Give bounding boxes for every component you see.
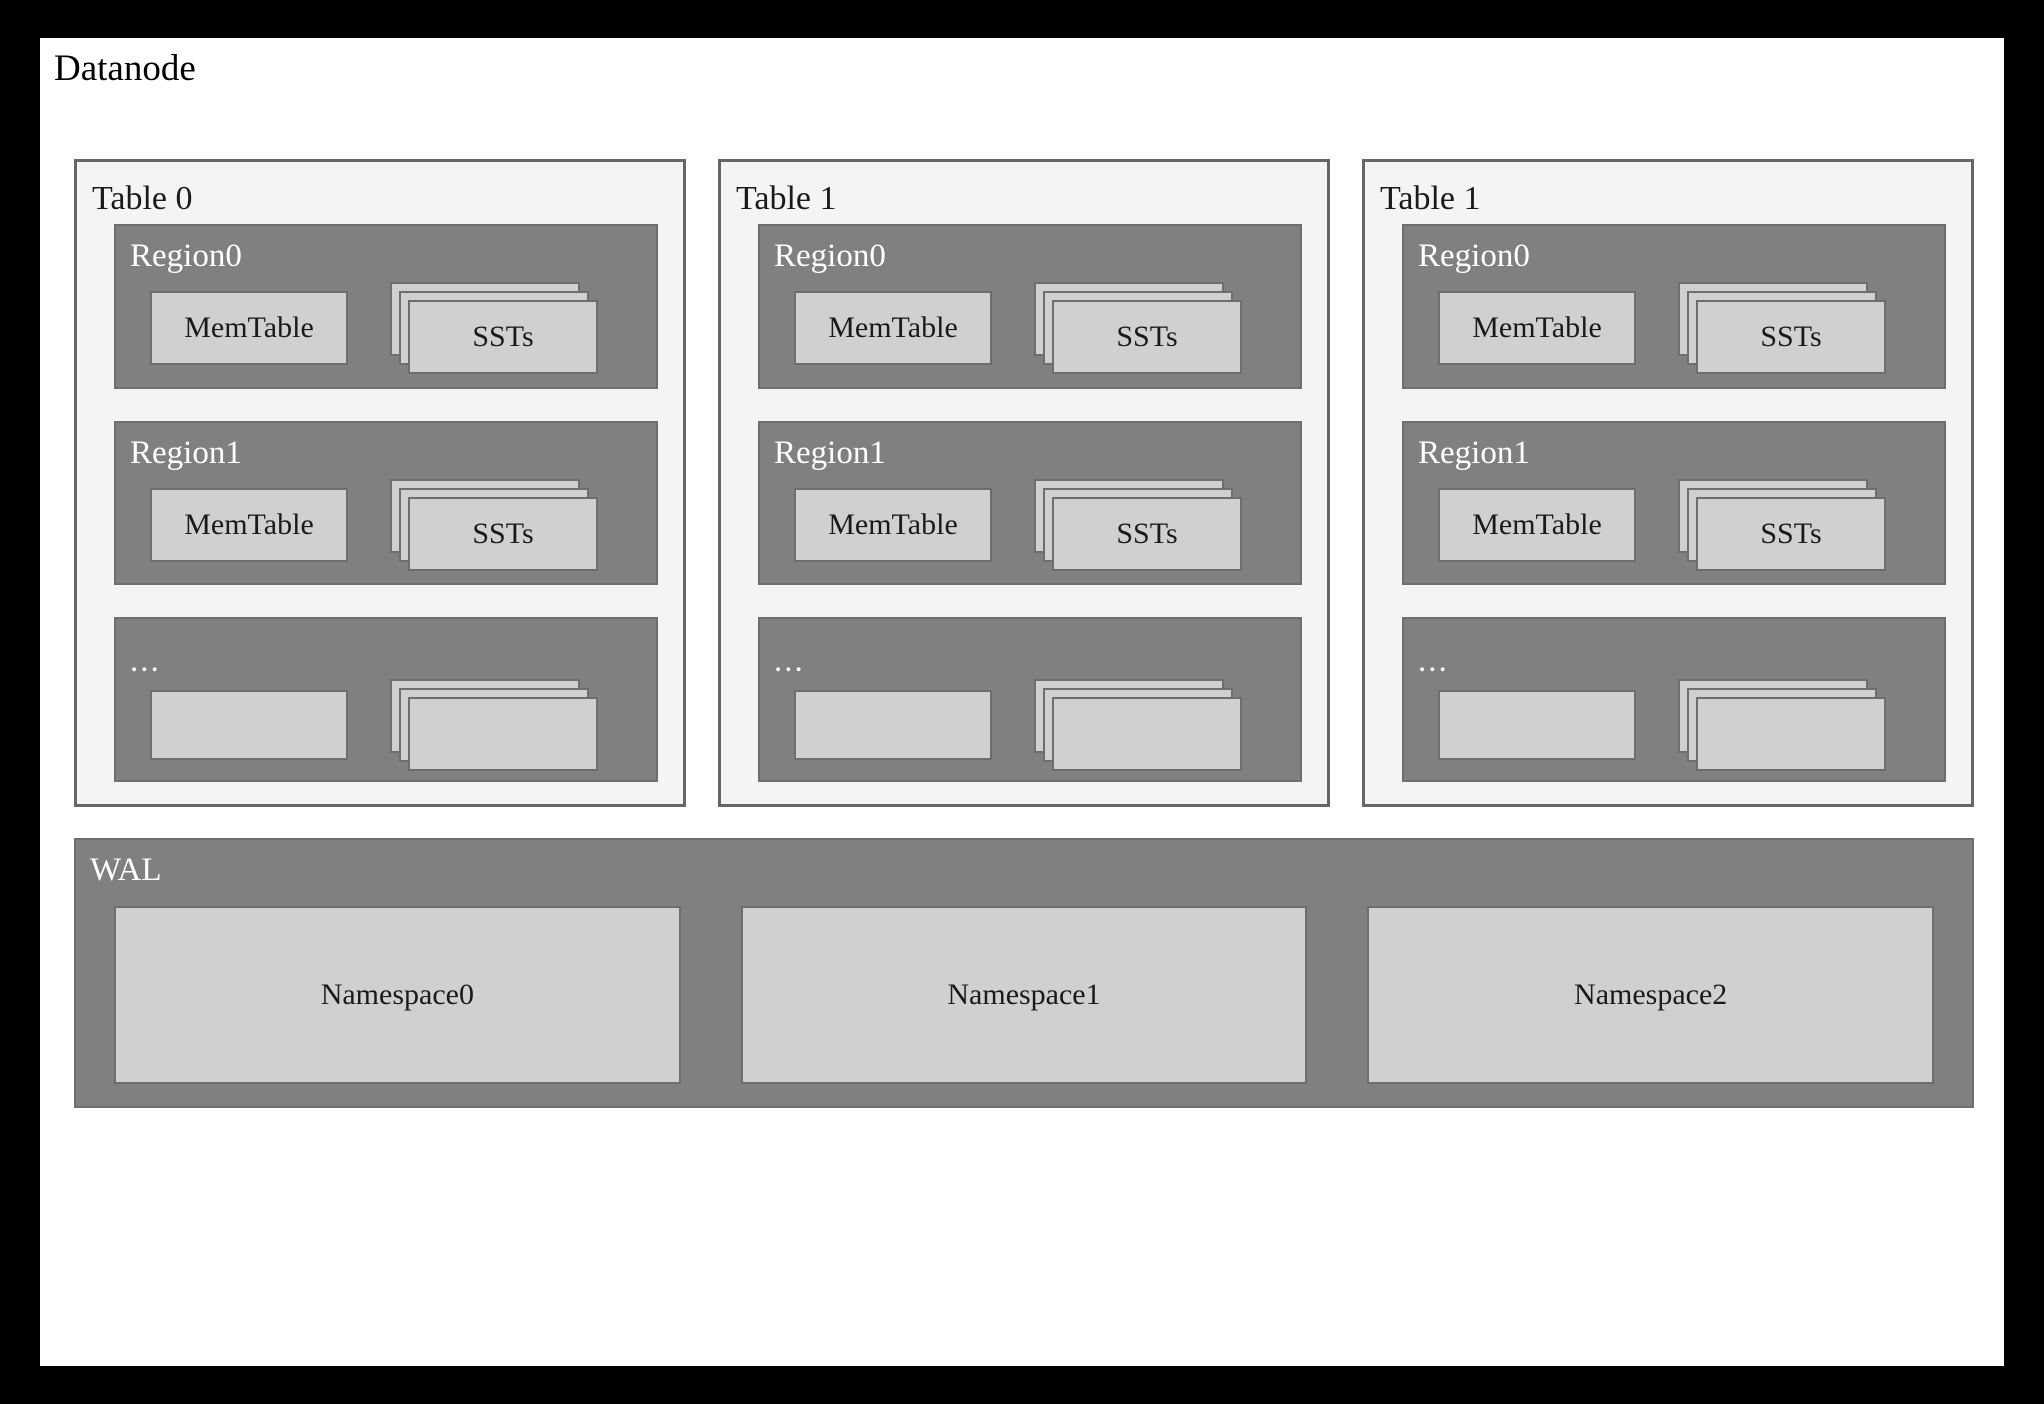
sst-stack[interactable]: SSTs bbox=[1678, 479, 1886, 572]
table-title: Table 1 bbox=[1380, 180, 1481, 217]
region-body bbox=[1438, 678, 1922, 771]
region-body bbox=[794, 678, 1278, 771]
region-body: MemTable SSTs bbox=[150, 282, 634, 375]
datanode-title: Datanode bbox=[54, 48, 196, 89]
region-box-ellipsis[interactable]: ... bbox=[114, 617, 658, 783]
table-box[interactable]: Table 1 Region0 MemTable SSTs bbox=[1362, 159, 1974, 807]
memtable-card[interactable]: MemTable bbox=[150, 488, 348, 562]
region-body: MemTable SSTs bbox=[794, 282, 1278, 375]
table-box[interactable]: Table 0 Region0 MemTable SSTs bbox=[74, 159, 686, 807]
namespace-box[interactable]: Namespace0 bbox=[114, 906, 681, 1084]
sst-layer-front: SSTs bbox=[408, 497, 598, 572]
region-title: Region1 bbox=[1418, 434, 1530, 471]
region-ellipsis: ... bbox=[774, 643, 805, 680]
memtable-card-blank[interactable] bbox=[794, 689, 992, 760]
memtable-card[interactable]: MemTable bbox=[1438, 291, 1636, 366]
table-title: Table 1 bbox=[736, 180, 837, 217]
wal-box[interactable]: WAL Namespace0 Namespace1 Namespace2 bbox=[74, 838, 1974, 1108]
namespaces-row: Namespace0 Namespace1 Namespace2 bbox=[114, 906, 1935, 1084]
region-title: Region0 bbox=[130, 238, 242, 274]
sst-stack[interactable]: SSTs bbox=[390, 479, 598, 572]
region-body: MemTable SSTs bbox=[1438, 282, 1922, 375]
memtable-card[interactable]: MemTable bbox=[794, 488, 992, 562]
sst-layer-front: SSTs bbox=[1696, 497, 1886, 572]
table-box[interactable]: Table 1 Region0 MemTable SSTs bbox=[718, 159, 1330, 807]
sst-layer-front bbox=[1696, 696, 1886, 771]
region-box[interactable]: Region1 MemTable SSTs bbox=[114, 420, 658, 586]
regions-wrap: Region0 MemTable SSTs Region1 M bbox=[758, 224, 1302, 783]
region-box[interactable]: Region1 MemTable SSTs bbox=[1402, 420, 1946, 586]
sst-stack[interactable]: SSTs bbox=[390, 282, 598, 375]
sst-stack[interactable]: SSTs bbox=[1678, 282, 1886, 375]
sst-layer-front: SSTs bbox=[1052, 300, 1242, 375]
sst-stack-blank[interactable] bbox=[1034, 678, 1242, 771]
namespace-box[interactable]: Namespace2 bbox=[1367, 906, 1935, 1084]
region-title: Region1 bbox=[130, 434, 242, 471]
tables-strip: Table 0 Region0 MemTable SSTs bbox=[74, 159, 1974, 807]
sst-stack[interactable]: SSTs bbox=[1034, 282, 1242, 375]
region-ellipsis: ... bbox=[130, 643, 161, 680]
region-box[interactable]: Region1 MemTable SSTs bbox=[758, 420, 1302, 586]
region-title: Region0 bbox=[1418, 238, 1530, 274]
sst-layer-front bbox=[1052, 696, 1242, 771]
sst-stack-blank[interactable] bbox=[390, 678, 598, 771]
sst-stack-blank[interactable] bbox=[1678, 678, 1886, 771]
region-body: MemTable SSTs bbox=[150, 479, 634, 572]
region-box[interactable]: Region0 MemTable SSTs bbox=[1402, 224, 1946, 389]
region-body: MemTable SSTs bbox=[1438, 479, 1922, 572]
memtable-card-blank[interactable] bbox=[150, 689, 348, 760]
namespace-box[interactable]: Namespace1 bbox=[740, 906, 1308, 1084]
sst-layer-front bbox=[408, 696, 598, 771]
memtable-card[interactable]: MemTable bbox=[1438, 488, 1636, 562]
region-box-ellipsis[interactable]: ... bbox=[758, 617, 1302, 783]
regions-wrap: Region0 MemTable SSTs Region1 M bbox=[114, 224, 658, 783]
sst-stack[interactable]: SSTs bbox=[1034, 479, 1242, 572]
region-body: MemTable SSTs bbox=[794, 479, 1278, 572]
memtable-card[interactable]: MemTable bbox=[794, 291, 992, 366]
table-title: Table 0 bbox=[92, 180, 193, 217]
datanode-panel: Datanode Table 0 Region0 MemTable SSTs bbox=[40, 38, 2004, 1366]
region-box-ellipsis[interactable]: ... bbox=[1402, 617, 1946, 783]
region-box[interactable]: Region0 MemTable SSTs bbox=[114, 224, 658, 389]
region-box[interactable]: Region0 MemTable SSTs bbox=[758, 224, 1302, 389]
region-title: Region1 bbox=[774, 434, 886, 471]
regions-wrap: Region0 MemTable SSTs Region1 M bbox=[1402, 224, 1946, 783]
region-ellipsis: ... bbox=[1418, 643, 1449, 680]
memtable-card[interactable]: MemTable bbox=[150, 291, 348, 366]
region-body bbox=[150, 678, 634, 771]
sst-layer-front: SSTs bbox=[1052, 497, 1242, 572]
memtable-card-blank[interactable] bbox=[1438, 689, 1636, 760]
sst-layer-front: SSTs bbox=[408, 300, 598, 375]
wal-title: WAL bbox=[90, 852, 162, 888]
region-title: Region0 bbox=[774, 238, 886, 274]
sst-layer-front: SSTs bbox=[1696, 300, 1886, 375]
